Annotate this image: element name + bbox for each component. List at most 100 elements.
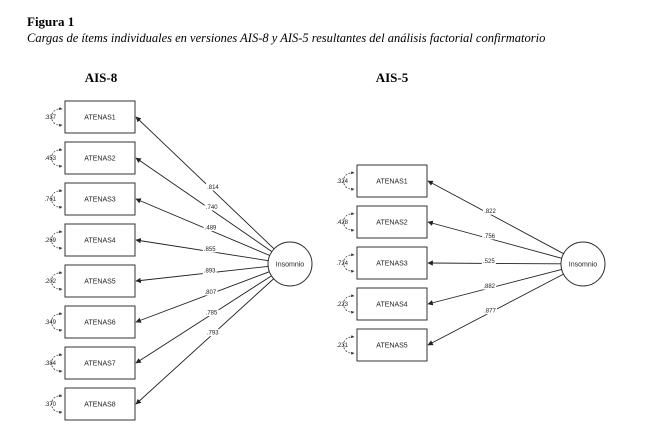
error-variance-arrow [343, 335, 355, 355]
item-atenas3: ATENAS3 .724 .525 [336, 246, 562, 280]
error-variance-arrow [51, 107, 63, 127]
item-atenas5: ATENAS5 .231 .877 [336, 273, 564, 362]
item-label: ATENAS7 [84, 361, 115, 368]
latent-factor-label: Insomnio [276, 262, 305, 269]
loading-value: .822 [484, 209, 496, 215]
loading-arrow [135, 271, 270, 323]
latent-factor-circle [560, 241, 606, 287]
error-variance-value: .231 [336, 343, 348, 349]
item-atenas1: ATENAS1 .324 .822 [336, 164, 564, 255]
loading-value: .756 [483, 234, 495, 240]
error-variance-value: .269 [44, 238, 56, 244]
error-variance-value: .724 [336, 261, 348, 267]
error-variance-arrow [343, 253, 355, 273]
error-variance-arrow [343, 294, 355, 314]
item-box [356, 287, 428, 321]
loading-arrow [427, 220, 562, 259]
item-atenas3: ATENAS3 .761 .489 [44, 182, 270, 256]
loading-arrow [427, 180, 564, 255]
item-label: ATENAS3 [84, 197, 115, 204]
error-variance-value: .337 [44, 115, 56, 121]
error-variance-value: .384 [44, 361, 56, 367]
loading-value: .877 [484, 309, 496, 315]
latent-factor-label: Insomnio [569, 262, 598, 269]
loading-label-bg [482, 232, 497, 240]
error-variance-value: .370 [44, 402, 56, 408]
error-variance-value: .349 [44, 320, 56, 326]
item-atenas6: ATENAS6 .349 .807 [44, 271, 270, 339]
error-variance-value: .202 [44, 279, 56, 285]
loading-label-bg [202, 245, 217, 253]
loading-value: .489 [205, 226, 217, 232]
loading-arrow [135, 278, 274, 405]
loading-value: .814 [207, 185, 219, 191]
loading-arrow [135, 265, 269, 284]
loading-label-bg [204, 309, 219, 317]
loading-label-bg [205, 329, 220, 337]
item-atenas2: ATENAS2 .453 .740 [44, 141, 273, 252]
loading-label-bg [203, 224, 218, 232]
error-variance-arrow [51, 394, 63, 414]
item-atenas4: ATENAS4.223.882 [336, 269, 562, 321]
item-label: ATENAS8 [84, 402, 115, 409]
item-label: ATENAS2 [376, 220, 407, 227]
loading-label-bg [482, 307, 497, 315]
loading-value: .525 [483, 259, 495, 265]
error-variance-arrow [51, 148, 63, 168]
loading-arrow [135, 238, 269, 262]
loading-value: .855 [204, 247, 216, 253]
loading-arrow [135, 198, 270, 256]
loading-value: .740 [206, 205, 218, 211]
item-atenas2: ATENAS2.428.756 [336, 205, 562, 259]
loading-value: .785 [206, 311, 218, 317]
item-label: ATENAS1 [376, 179, 407, 186]
item-label: ATENAS6 [84, 320, 115, 327]
loading-label-bg [205, 183, 220, 191]
item-box [356, 164, 428, 198]
item-box [64, 100, 136, 134]
loading-value: .793 [207, 331, 219, 337]
error-variance-arrow [51, 271, 63, 291]
loading-value: .882 [483, 284, 495, 290]
item-label: ATENAS5 [376, 343, 407, 350]
error-variance-arrow [51, 353, 63, 373]
item-box [64, 305, 136, 339]
loading-value: .807 [205, 290, 217, 296]
model-title: AIS-5 [376, 70, 409, 85]
item-box [356, 246, 428, 280]
item-box [64, 182, 136, 216]
figure-label: Figura 1 [27, 14, 75, 29]
item-box [64, 346, 136, 380]
latent-factor-circle [267, 241, 313, 287]
loading-label-bg [204, 203, 219, 211]
loading-arrow [135, 275, 272, 364]
item-atenas5: ATENAS5 .202 .893 [44, 264, 269, 298]
error-variance-arrow [51, 312, 63, 332]
item-atenas4: ATENAS4.269.855 [44, 223, 269, 262]
item-atenas1: ATENAS1 .337 .814 [44, 100, 275, 250]
loading-arrow [135, 157, 273, 252]
model-title: AIS-8 [85, 70, 118, 85]
item-label: ATENAS2 [84, 156, 115, 163]
loading-value: .893 [204, 268, 216, 274]
item-label: ATENAS5 [84, 279, 115, 286]
error-variance-value: .761 [44, 197, 56, 203]
item-box [64, 141, 136, 175]
item-box [64, 387, 136, 421]
error-variance-value: .453 [44, 156, 56, 162]
item-label: ATENAS3 [376, 261, 407, 268]
loading-label-bg [482, 282, 497, 290]
item-box [64, 223, 136, 257]
item-box [64, 264, 136, 298]
loading-arrow [135, 116, 275, 250]
loading-label-bg [203, 288, 218, 296]
item-label: ATENAS4 [376, 302, 407, 309]
item-label: ATENAS1 [84, 115, 115, 122]
error-variance-arrow [51, 230, 63, 250]
error-variance-arrow [343, 212, 355, 232]
error-variance-value: .324 [336, 179, 348, 185]
figure-caption: Cargas de ítems individuales en versione… [27, 31, 546, 45]
